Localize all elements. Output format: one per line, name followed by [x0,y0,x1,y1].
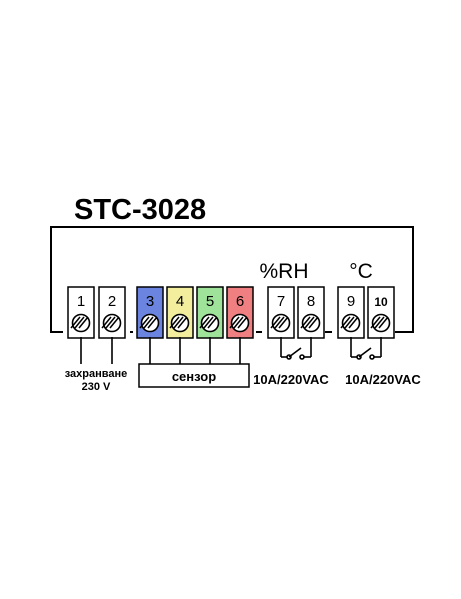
screw-icon [270,313,291,333]
power-label-line1: захранване [65,368,128,380]
screw-icon [199,313,220,333]
terminal-2: 2 [98,286,126,339]
temperature-relay-rating: 10A/220VAC [345,372,421,387]
terminal-number: 3 [146,293,154,310]
terminal-9: 9 [337,286,365,339]
humidity-relay-contact [280,337,312,360]
terminal-8: 8 [297,286,325,339]
screw-icon [169,313,190,333]
terminal-number: 2 [108,293,116,310]
terminal-5: 5 [196,286,224,339]
terminal-number: 4 [176,293,184,310]
terminal-body [367,286,395,339]
temperature-label-mask [340,255,382,285]
terminal-3: 3 [136,286,164,339]
terminal-number: 5 [206,293,214,310]
screw-icon [139,313,160,333]
terminal-number: 8 [307,293,315,310]
terminal-number: 7 [277,293,285,310]
terminal-number: 6 [236,293,244,310]
power-wires [80,337,113,364]
screw-icon [340,313,361,333]
terminal-1: 1 [67,286,95,339]
screw-icon [370,313,391,333]
terminal-6: 6 [226,286,254,339]
temperature-relay-contact [350,337,382,360]
diagram-title: STC-3028 [74,194,206,226]
power-label-line2: 230 V [82,381,111,393]
temperature-group-label: °C [349,260,373,283]
terminal-7: 7 [267,286,295,339]
humidity-relay-rating: 10A/220VAC [253,372,329,387]
terminal-number: 1 [77,293,85,310]
terminal-10: 10 [367,286,395,339]
terminal-4: 4 [166,286,194,339]
screw-icon [300,313,321,333]
humidity-label-mask [255,255,312,285]
humidity-group-label: %RH [259,260,308,283]
sensor-wires [149,337,241,364]
screw-icon [229,313,250,333]
terminal-number: 10 [374,295,388,309]
screw-icon [101,313,122,333]
sensor-box [138,363,250,388]
terminal-strip: 1 2 3 4 5 6 7 8 9 10 [67,286,395,339]
screw-icon [70,313,91,333]
terminal-number: 9 [347,293,355,310]
sensor-label: сензор [172,369,216,384]
